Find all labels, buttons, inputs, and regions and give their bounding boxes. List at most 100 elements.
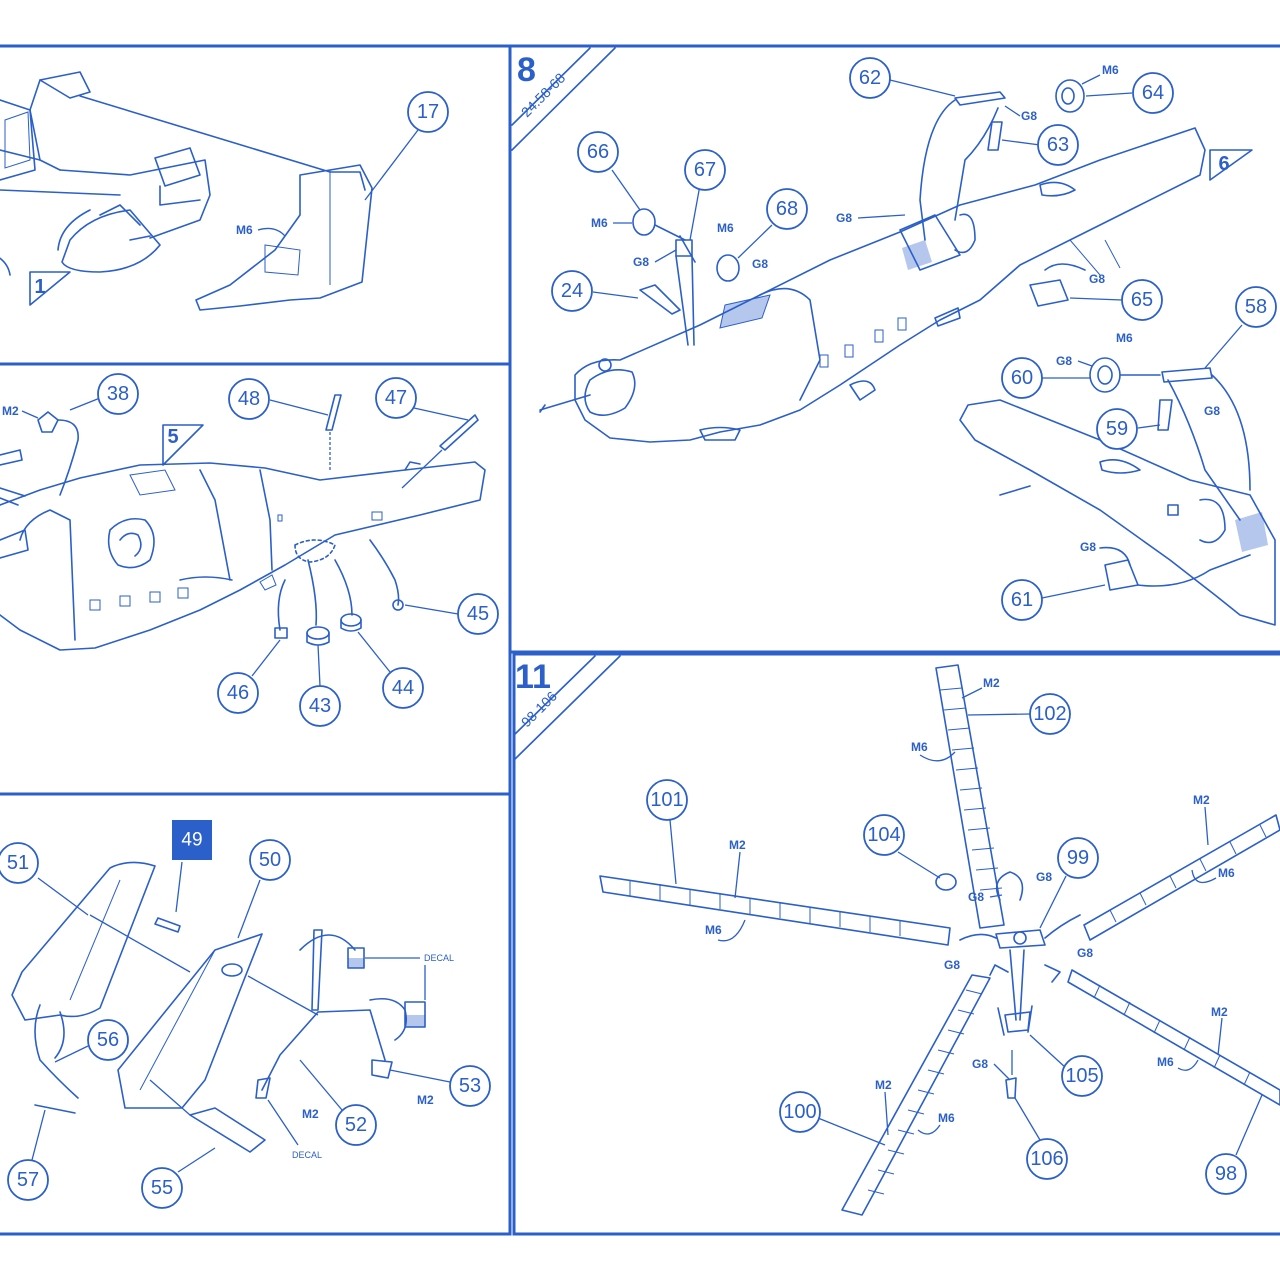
part-48-drawing <box>269 394 342 472</box>
panel-fuselage-assembly: 5 M2 38 48 47 <box>0 373 499 727</box>
callout-59-label: 59 <box>1106 418 1128 440</box>
panel-tail-assembly: 51 49 50 <box>0 820 491 1209</box>
code-m2-label: M2 <box>875 1078 892 1092</box>
code-m6-label: M6 <box>1116 331 1133 345</box>
code-g8-label: G8 <box>1077 946 1093 960</box>
code-decal-top: DECAL <box>424 953 454 963</box>
callout-67: 67 <box>684 149 726 191</box>
part-24-drawing <box>592 284 681 315</box>
exhaust-58-59-60-drawing <box>1042 324 1251 521</box>
callout-56: 56 <box>54 1019 129 1063</box>
code-g8-63: G8 <box>1004 105 1037 123</box>
cockpit-floor-drawing <box>0 71 373 311</box>
callout-38-label: 38 <box>107 383 129 405</box>
callout-51-label: 51 <box>7 852 29 874</box>
fuselage-drawing <box>0 449 486 651</box>
callout-99: 99 <box>1039 837 1099 929</box>
code-m6-101: M6 <box>705 919 746 942</box>
callout-47: 47 <box>375 377 417 419</box>
code-g8-body: G8 <box>836 211 906 225</box>
part-55-drawing <box>149 1079 266 1173</box>
callout-46-label: 46 <box>227 682 249 704</box>
code-g8-label: G8 <box>836 211 852 225</box>
code-m2-38: M2 <box>2 404 39 419</box>
step-ref-5: 5 <box>162 424 204 466</box>
callout-24: 24 <box>551 270 593 312</box>
callout-68: 68 <box>766 188 808 230</box>
code-g8-60: G8 <box>1056 354 1093 368</box>
callout-38: 38 <box>97 373 139 415</box>
code-m2-label: M2 <box>729 838 746 852</box>
callout-102: 102 <box>967 693 1071 735</box>
tail-boom-50-drawing <box>117 879 319 1109</box>
callout-55-label: 55 <box>151 1177 173 1199</box>
code-m2-99: M2 <box>1193 793 1210 846</box>
callout-62: 62 <box>849 57 891 99</box>
callout-105-label: 105 <box>1065 1065 1098 1087</box>
callout-46: 46 <box>217 639 281 714</box>
callout-45-label: 45 <box>467 603 489 625</box>
code-g8-label: G8 <box>968 890 984 904</box>
step-ref-1: 1 <box>29 271 71 306</box>
callout-67-label: 67 <box>694 159 716 181</box>
code-m6-label: M6 <box>938 1111 955 1125</box>
callout-56-label: 56 <box>97 1029 119 1051</box>
panel-bottom-left-frame <box>0 792 512 1236</box>
callout-105: 105 <box>1029 1034 1103 1097</box>
code-g8-label: G8 <box>944 958 960 972</box>
step-box-49: 49 <box>154 820 212 933</box>
code-g8-label: G8 <box>1089 272 1105 286</box>
callout-59: 59 <box>1096 408 1138 450</box>
callout-106-label: 106 <box>1030 1148 1063 1170</box>
step-ref-6: 6 <box>1209 149 1253 181</box>
callout-57: 57 <box>7 1104 76 1201</box>
part-61-drawing <box>1041 546 1251 599</box>
code-g8-61: G8 <box>1080 540 1096 554</box>
code-m2-52: M2 <box>302 1107 319 1121</box>
code-g8-label: G8 <box>633 255 649 269</box>
code-m6-66: M6 <box>591 216 632 230</box>
callout-55: 55 <box>141 1167 183 1209</box>
code-m2-102: M2 <box>961 676 1000 699</box>
callout-47-label: 47 <box>385 387 407 409</box>
step-box-49-label: 49 <box>181 830 202 851</box>
callout-106: 106 <box>1014 1097 1068 1180</box>
code-m2-label: M2 <box>302 1107 319 1121</box>
code-m2-label: M2 <box>1211 1005 1228 1019</box>
callout-101: 101 <box>646 779 688 885</box>
callout-60: 60 <box>1001 357 1043 399</box>
part-45-46-43-44-drawing <box>274 539 459 646</box>
code-g8-label: G8 <box>1021 109 1037 123</box>
code-m2-100: M2 <box>875 1078 892 1136</box>
code-g8-label: G8 <box>1204 404 1220 418</box>
code-m6-99: M6 <box>1191 866 1235 884</box>
code-m2-101: M2 <box>729 838 746 899</box>
callout-104-label: 104 <box>867 824 900 846</box>
code-m2-98: M2 <box>1211 1005 1228 1056</box>
callout-61-label: 61 <box>1011 589 1033 611</box>
code-m6-100: M6 <box>917 1111 955 1135</box>
code-m6-68: M6 <box>717 221 734 235</box>
parts-66-67-68-drawing <box>611 169 773 346</box>
callout-48: 48 <box>228 378 270 420</box>
part-65-drawing <box>1029 263 1123 307</box>
code-m6-98: M6 <box>1157 1055 1199 1071</box>
callout-43-label: 43 <box>309 695 331 717</box>
code-g8-68: G8 <box>752 257 768 271</box>
code-g8-65: G8 <box>1089 272 1105 286</box>
rotor-hub-drawing <box>935 871 1081 1099</box>
code-m6-cockpit: M6 <box>236 223 286 237</box>
code-m6-label: M6 <box>911 740 928 754</box>
panel-step8: 8 24.58-68 6 <box>511 47 1277 626</box>
code-m6-label: M6 <box>1218 866 1235 880</box>
step-ref-5-label: 5 <box>167 426 178 448</box>
callout-98-label: 98 <box>1215 1163 1237 1185</box>
code-g8-105: G8 <box>972 1057 1011 1081</box>
part-38-drawing <box>37 397 101 496</box>
callout-63-label: 63 <box>1047 134 1069 156</box>
code-m6-label: M6 <box>705 923 722 937</box>
code-m2-label: M2 <box>2 404 19 418</box>
panel-step11: 11 98-106 <box>513 655 1280 1216</box>
callout-57-label: 57 <box>17 1169 39 1191</box>
code-decal-label: DECAL <box>424 953 454 963</box>
